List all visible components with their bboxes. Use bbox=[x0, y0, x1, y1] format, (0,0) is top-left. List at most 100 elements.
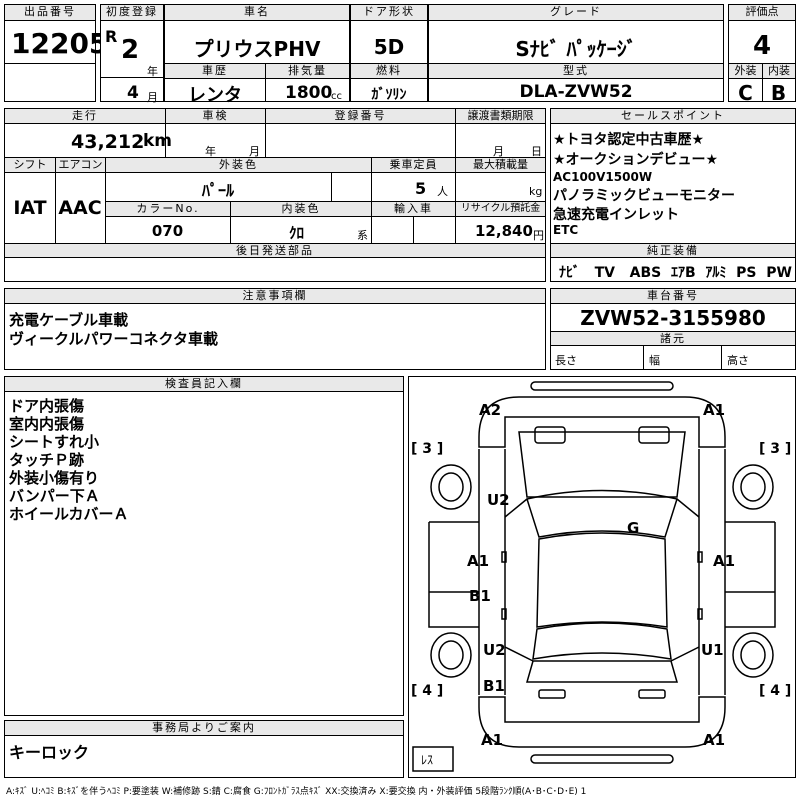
inspector-note: シートすれ小 bbox=[9, 433, 100, 451]
grade-label: グレード bbox=[429, 5, 723, 21]
car-name-box: 車名 プリウスPHV 車歴 排気量 レンタ 1800 cc bbox=[164, 4, 350, 106]
lot-box: 出品番号 12205 bbox=[4, 4, 108, 102]
mark-left-fender: U2 bbox=[487, 491, 510, 509]
seats-unit: 人 bbox=[437, 185, 448, 198]
parts-label: 後日発送部品 bbox=[5, 244, 545, 258]
transfer-month-unit: 月 bbox=[493, 145, 504, 158]
office-box: 事務局よりご案内 キーロック bbox=[4, 720, 404, 778]
equipment-item: ｱﾙﾐ bbox=[705, 265, 727, 281]
mileage-label: 走行 bbox=[5, 109, 165, 124]
mark-left-rear-panel: B1 bbox=[483, 677, 505, 695]
office-label: 事務局よりご案内 bbox=[5, 721, 403, 736]
mark-roof: G bbox=[627, 519, 640, 537]
lot-number: 12205 bbox=[11, 27, 109, 60]
reg-year: 2 bbox=[121, 35, 140, 65]
equipment-item: PS bbox=[736, 265, 757, 281]
transfer-label: 譲渡書類期限 bbox=[455, 109, 545, 124]
mark-rear-left: A1 bbox=[481, 731, 504, 749]
int-color-label: 内装色 bbox=[230, 202, 371, 216]
recycle: 12,840 bbox=[475, 222, 533, 240]
sales-point: パノラミックビューモニター bbox=[553, 188, 735, 204]
color-no-label: カラーNo. bbox=[106, 202, 230, 216]
reg-no-label: 登録番号 bbox=[265, 109, 455, 124]
model-label: 型式 bbox=[429, 64, 723, 79]
mark-right-front-door: A1 bbox=[713, 552, 736, 570]
recycle-unit: 円 bbox=[533, 229, 544, 242]
sales-point: AC100V1500W bbox=[553, 170, 653, 184]
seats-label: 乗車定員 bbox=[371, 158, 455, 173]
inspector-note: 室内内張傷 bbox=[9, 415, 85, 433]
mark-front-left: A2 bbox=[479, 401, 502, 419]
transfer-day-unit: 日 bbox=[531, 145, 542, 158]
color-label: 外装色 bbox=[105, 158, 371, 173]
exterior-color: ﾊﾟｰﾙ bbox=[201, 181, 234, 200]
history: レンタ bbox=[188, 85, 242, 106]
inspector-note: タッチＰ跡 bbox=[9, 451, 85, 469]
history-label: 車歴 bbox=[165, 64, 265, 79]
color-no: 070 bbox=[151, 222, 184, 240]
sales-point: ★トヨタ認定中古車歴★ bbox=[553, 132, 705, 148]
chassis-box: 車台番号 ZVW52-3155980 諸元 長さ 幅 高さ bbox=[550, 288, 796, 370]
equipment-item: TV bbox=[594, 265, 616, 281]
first-reg-box: 初度登録 R 2 年 4 月 bbox=[100, 4, 164, 104]
length-label: 長さ bbox=[555, 354, 577, 367]
grade: Sﾅﾋﾞ ﾊﾟｯｹｰｼﾞ bbox=[515, 37, 637, 61]
tire-front-right: [ 3 ] bbox=[759, 441, 792, 457]
inspector-label: 検査員記入欄 bbox=[5, 377, 403, 392]
sales-points-label: セールスポイント bbox=[551, 109, 795, 124]
chassis-number: ZVW52-3155980 bbox=[580, 306, 766, 330]
door: 5D bbox=[373, 35, 405, 59]
inspector-note: 外装小傷有り bbox=[9, 469, 100, 487]
reg-month: 4 bbox=[127, 83, 139, 103]
displacement-label: 排気量 bbox=[265, 64, 349, 79]
equipment-item: PW bbox=[766, 265, 792, 281]
car-name-label: 車名 bbox=[165, 5, 349, 21]
inspection-year-unit: 年 bbox=[205, 145, 216, 158]
score-box: 評価点 4 外装 内装 C B bbox=[728, 4, 796, 105]
grade-box: グレード Sﾅﾋﾞ ﾊﾟｯｹｰｼﾞ 型式 DLA-ZVW52 bbox=[428, 4, 724, 102]
notes-box: 注意事項欄 充電ケーブル車載 ヴィークルパワーコネクタ車載 bbox=[4, 288, 546, 370]
sales-point: 急速充電インレット bbox=[553, 207, 679, 223]
tire-rear-left: [ 4 ] bbox=[411, 683, 444, 699]
fuel: ｶﾞｿﾘﾝ bbox=[371, 87, 407, 103]
fuel-label: 燃料 bbox=[351, 64, 427, 79]
equipment-item: ABS bbox=[629, 265, 662, 281]
shift: IAT bbox=[13, 197, 47, 219]
mark-left-quarter: U2 bbox=[483, 641, 506, 659]
sales-point: ★オークションデビュー★ bbox=[553, 152, 719, 168]
chassis-label: 車台番号 bbox=[551, 289, 795, 304]
car-outline bbox=[412, 381, 776, 772]
door-box: ドア形状 5D 燃料 ｶﾞｿﾘﾝ bbox=[350, 4, 428, 103]
reg-month-unit: 月 bbox=[147, 91, 158, 104]
model: DLA-ZVW52 bbox=[519, 82, 633, 102]
equipment-item: ﾅﾋﾞ bbox=[559, 265, 580, 281]
width-label: 幅 bbox=[649, 354, 660, 367]
lot-label: 出品番号 bbox=[5, 5, 95, 21]
mark-front-right: A1 bbox=[703, 401, 726, 419]
office-text: キーロック bbox=[9, 743, 90, 762]
mileage-unit: km bbox=[143, 131, 173, 151]
damage-diagram: A2 A1 U2 G A1 A1 B1 U2 U1 B1 A1 A1 [ 3 ]… bbox=[408, 376, 796, 778]
int-color-unit: 系 bbox=[357, 229, 368, 242]
tire-front-left: [ 3 ] bbox=[411, 441, 444, 457]
sales-point: ETC bbox=[553, 223, 579, 237]
seats: 5 bbox=[415, 179, 427, 198]
spec-label: 諸元 bbox=[551, 332, 795, 346]
reg-year-unit: 年 bbox=[147, 65, 158, 78]
shift-label: シフト bbox=[5, 158, 55, 173]
inspector-note: ホイールカバーＡ bbox=[9, 505, 129, 523]
legend: A:ｷｽﾞ U:ﾍｺﾐ B:ｷｽﾞを伴うﾍｺﾐ P:要塗装 W:補修跡 S:錆 … bbox=[6, 787, 587, 797]
inspector-box: 検査員記入欄 ドア内張傷 室内内張傷 シートすれ小 タッチＰ跡 外装小傷有り バ… bbox=[4, 376, 404, 716]
door-label: ドア形状 bbox=[351, 5, 427, 21]
ac-label: エアコン bbox=[55, 158, 105, 173]
displacement: 1800 bbox=[285, 83, 333, 103]
vehicle-info-box: 走行 車検 登録番号 譲渡書類期限 43,212 km 年 月 月 日 シフト … bbox=[4, 108, 546, 282]
score: 4 bbox=[752, 31, 772, 61]
mark-left-rear-door: B1 bbox=[469, 587, 491, 605]
ac: AAC bbox=[58, 197, 102, 219]
int-color: ｸﾛ bbox=[289, 224, 305, 242]
equipment-item: ｴｱB bbox=[670, 265, 696, 281]
inspection-month-unit: 月 bbox=[249, 145, 260, 158]
inspector-note: ドア内張傷 bbox=[9, 397, 85, 415]
note-item: 充電ケーブル車載 bbox=[9, 311, 129, 329]
